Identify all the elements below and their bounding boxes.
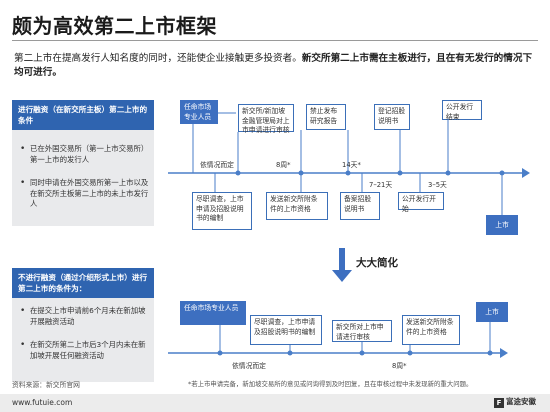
top-box-sgx-mas-review: 新交所/新加坡金融管理局对上市申请进行审核	[238, 104, 294, 134]
footer-url[interactable]: www.futuie.com	[12, 398, 73, 407]
panel-financing-bullet-1: 已在外国交易所（第一上市交易所）第一上市的发行人	[20, 144, 150, 165]
top-box-register-prospectus: 登记招股说明书	[374, 104, 410, 130]
top-label-14days: 14天*	[342, 161, 361, 169]
top-box-lodge-prospectus: 备案招股说明书	[340, 192, 380, 220]
bottom-box-sgx-review: 新交所对上市申请进行审核	[332, 320, 392, 342]
panel-introduction: 不进行融资（通过介绍形式上市）进行第二上市的条件为： 在提交上市申请前6个月未在…	[12, 268, 154, 382]
top-label-8weeks: 8周*	[276, 161, 291, 169]
subtitle-bold: 新交所第二上市需在主板进行，且在有无发行的情况下均可进行。	[14, 53, 533, 78]
top-box-conditional-eligibility: 发送新交所附条件的上市资格	[266, 192, 328, 220]
logo-mark-icon: F	[494, 398, 504, 408]
bottom-timeline	[168, 348, 508, 358]
source-note: 资料来源：新交所官网	[12, 381, 80, 389]
top-box-appoint: 任命市场专业人员	[180, 100, 218, 124]
down-arrow-icon	[332, 248, 352, 282]
panel-financing-bullet-2: 同时申请在外国交易所第一上市以及在新交所主板第二上市的未上市发行人	[20, 178, 150, 210]
page-subtitle: 第二上市在提高发行人知名度的同时，还能使企业接触更多投资者。新交所第二上市需在主…	[14, 52, 540, 79]
subtitle-normal: 第二上市在提高发行人知名度的同时，还能使企业接触更多投资者。	[14, 53, 302, 64]
bottom-box-listing: 上市	[476, 302, 508, 322]
top-box-due-diligence: 尽职调查，上市申请及招股说明书的编制	[192, 192, 252, 230]
simplify-label: 大大简化	[356, 257, 398, 269]
bottom-box-due-diligence: 尽职调查，上市申请及招股说明书的编制	[250, 315, 322, 345]
top-label-varies: 依情况而定	[200, 161, 234, 169]
bottom-connectors	[219, 322, 491, 353]
footnote: *若上市申请完备，新加坡交易所的意见或问询得到及时回复，且在审核过程中未发现新的…	[188, 380, 473, 388]
bottom-label-varies: 依情况而定	[232, 362, 266, 370]
top-box-offer-close: 公开发行结束	[442, 100, 482, 121]
panel-introduction-body: 在提交上市申请前6个月未在新加坡开展融资活动 在新交所第二上市后3个月内未在新加…	[12, 298, 154, 382]
panel-financing-header: 进行融资（在新交所主板）第二上市的条件	[12, 100, 154, 130]
footer-logo-text: 富途安徽	[506, 397, 536, 406]
bottom-label-8weeks: 8周*	[392, 362, 407, 370]
panel-financing-body: 已在外国交易所（第一上市交易所）第一上市的发行人 同时申请在外国交易所第一上市以…	[12, 130, 154, 226]
top-label-7-21days: 7–21天	[369, 181, 393, 189]
footer-bar	[0, 394, 550, 412]
top-box-offer-start: 公开发行开始	[398, 192, 444, 213]
title-divider	[12, 40, 538, 41]
page-title: 颇为高效第二上市框架	[12, 14, 217, 38]
panel-introduction-bullet-1: 在提交上市申请前6个月未在新加坡开展融资活动	[20, 306, 150, 327]
panel-introduction-header: 不进行融资（通过介绍形式上市）进行第二上市的条件为：	[12, 268, 154, 298]
top-label-3-5days: 3–5天	[428, 181, 447, 189]
top-timeline	[168, 168, 530, 178]
bottom-box-appoint: 任命市场专业人员	[180, 301, 246, 325]
top-box-listing: 上市	[486, 215, 518, 235]
panel-financing: 进行融资（在新交所主板）第二上市的条件 已在外国交易所（第一上市交易所）第一上市…	[12, 100, 154, 226]
bottom-box-conditional-eligibility: 发送新交所附条件的上市资格	[402, 315, 460, 345]
top-box-research-ban: 禁止发布研究报告	[306, 104, 346, 130]
panel-introduction-bullet-2: 在新交所第二上市后3个月内未在新加坡开展任何融资活动	[20, 340, 150, 361]
top-connectors	[192, 112, 503, 215]
